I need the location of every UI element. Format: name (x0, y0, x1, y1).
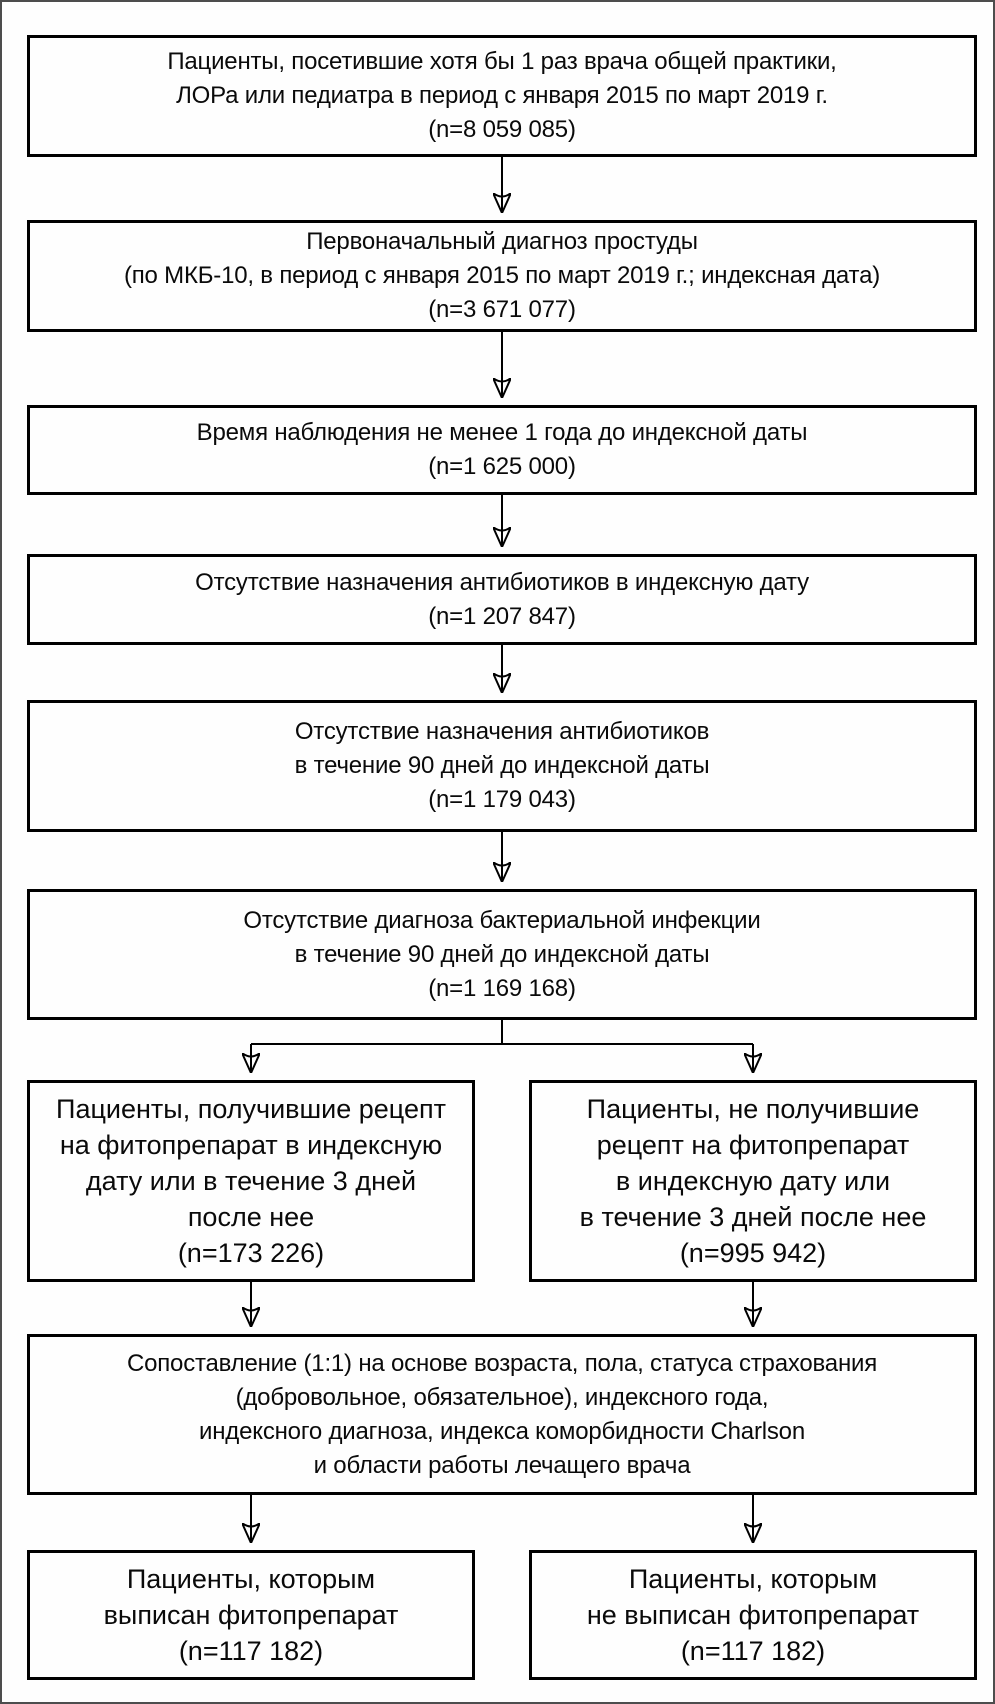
box-text: Пациенты, которым выписан фитопрепарат (103, 1564, 399, 1630)
box-text: Отсутствие назначения антибиотиков в инд… (195, 568, 809, 596)
flow-box-matched-phyto: Пациенты, которым выписан фитопрепарат (… (27, 1550, 475, 1680)
box-text: Сопоставление (1:1) на основе возраста, … (126, 1349, 878, 1479)
box-n-count: (n=117 182) (680, 1636, 826, 1666)
box-n-count: (n=1 625 000) (428, 453, 576, 480)
flow-box-initial-visits: Пациенты, посетившие хотя бы 1 раз врача… (27, 35, 977, 157)
flow-box-no-bacterial-infection: Отсутствие диагноза бактериальной инфекц… (27, 889, 977, 1020)
flow-box-no-antibiotics-index-date: Отсутствие назначения антибиотиков в инд… (27, 554, 977, 645)
box-n-count: (n=117 182) (178, 1636, 324, 1666)
box-n-count: (n=3 671 077) (428, 296, 576, 323)
box-text: Отсутствие диагноза бактериальной инфекц… (243, 906, 761, 968)
box-n-count: (n=173 226) (177, 1238, 325, 1268)
box-text: Пациенты, не получившие рецепт на фитопр… (579, 1094, 927, 1232)
box-text: Время наблюдения не менее 1 года до инде… (196, 419, 808, 446)
box-n-count: (n=8 059 085) (428, 116, 576, 143)
flow-box-no-antibiotics-90-days: Отсутствие назначения антибиотиков в теч… (27, 700, 977, 832)
box-text: Пациенты, посетившие хотя бы 1 раз врача… (167, 48, 837, 109)
flow-box-phyto-not-prescribed: Пациенты, не получившие рецепт на фитопр… (529, 1080, 977, 1282)
flow-box-phyto-prescribed: Пациенты, получившие рецепт на фитопрепа… (27, 1080, 475, 1282)
flow-box-cold-diagnosis: Первоначальный диагноз простуды (по МКБ-… (27, 220, 977, 332)
flow-box-observation-period: Время наблюдения не менее 1 года до инде… (27, 405, 977, 495)
box-text: Первоначальный диагноз простуды (по МКБ-… (123, 228, 881, 289)
box-n-count: (n=995 942) (679, 1238, 827, 1268)
flow-box-matched-no-phyto: Пациенты, которым не выписан фитопрепара… (529, 1550, 977, 1680)
box-text: Пациенты, которым не выписан фитопрепара… (586, 1564, 920, 1630)
box-n-count: (n=1 179 043) (428, 786, 576, 813)
box-text: Отсутствие назначения антибиотиков в теч… (294, 718, 710, 779)
flow-box-matching-criteria: Сопоставление (1:1) на основе возраста, … (27, 1334, 977, 1495)
box-n-count: (n=1 169 168) (428, 974, 576, 1002)
box-n-count: (n=1 207 847) (428, 602, 576, 630)
box-text: Пациенты, получившие рецепт на фитопрепа… (56, 1094, 446, 1232)
